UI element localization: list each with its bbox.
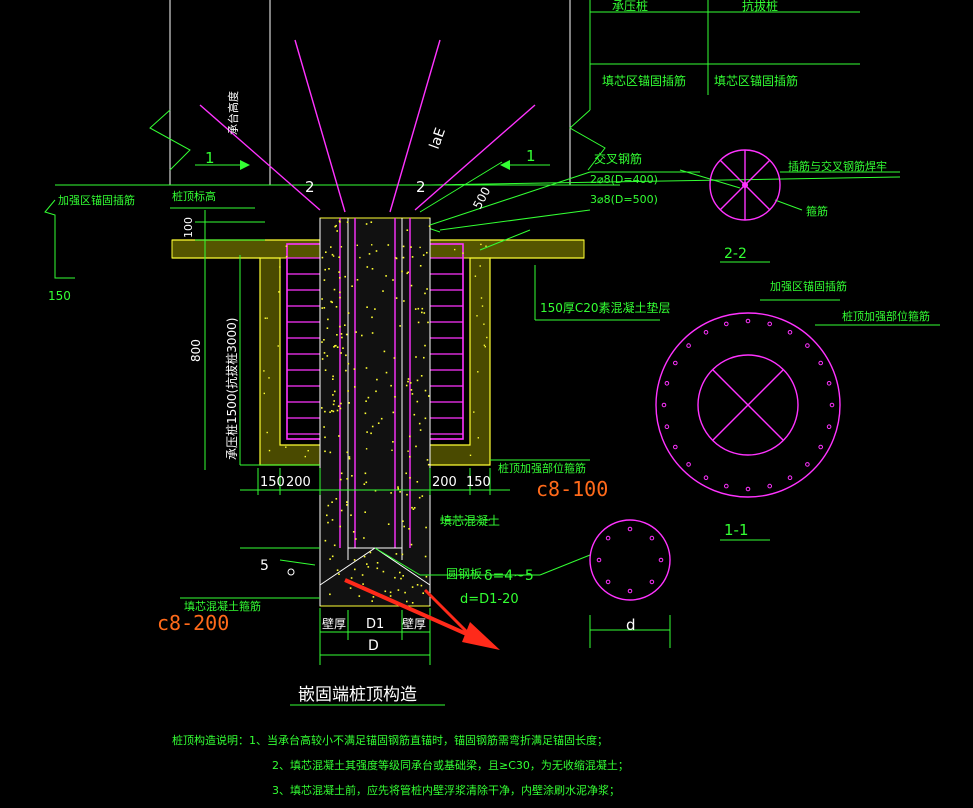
label-pile-top-elev: 桩顶标高 — [172, 189, 216, 203]
label-top-left-partial: 承压桩 — [612, 0, 648, 13]
label-cross-rebar-500: 3⌀8(D=500) — [590, 193, 658, 206]
label-section-1-right: 1 — [526, 147, 536, 165]
label-dim-bottom-3: 150 — [466, 475, 491, 490]
note-1: 桩顶构造说明：1、当承台高较小不满足锚固钢筋直锚时，锚固钢筋需弯折满足锚固长度； — [172, 733, 608, 747]
label-vertical-len: 承压桩1500(抗拔桩3000) — [224, 318, 239, 460]
label-dim-bottom-0: 150 — [260, 475, 285, 490]
label-bar-2-left: 2 — [305, 178, 315, 196]
label-fill-concrete: 填芯混凝土 — [440, 513, 500, 528]
right-leaders — [374, 169, 940, 648]
pile-shaft — [319, 217, 431, 607]
label-dim-5: 5 — [260, 558, 269, 574]
label-section-11: 1-1 — [724, 521, 749, 539]
label-stirrup-22: 箍筋 — [806, 204, 828, 218]
label-d: d — [626, 616, 636, 634]
label-wall-left: 壁厚 — [322, 616, 346, 631]
label-cross-rebar-400: 2⌀8(D=400) — [590, 173, 658, 186]
section-1-1 — [655, 312, 841, 498]
label-cap-height: 承台高度 — [226, 91, 240, 135]
label-section-1-left: 1 — [205, 149, 215, 167]
label-weld-note: 插筋与交叉钢筋焊牢 — [788, 159, 887, 173]
label-dim-800: 800 — [189, 339, 203, 362]
label-lae: laE — [427, 126, 449, 152]
label-d1: D1 — [366, 617, 384, 632]
left-dimensions — [44, 199, 510, 706]
label-dim-bottom-1: 200 — [286, 475, 311, 490]
top-reference-lines — [55, 0, 901, 186]
note-3: 3、填芯混凝土前，应先将管桩内壁浮浆清除干净，内壁涂刷水泥净浆； — [272, 783, 620, 797]
label-circle-plate: 圆钢板 — [446, 567, 482, 581]
label-dim-500: 500 — [470, 185, 493, 212]
label-pile-top-stirrup-label: 桩顶加强部位箍筋 — [842, 309, 930, 323]
label-bar-2-right: 2 — [416, 178, 426, 196]
label-reinforce-anchor-left: 加强区锚固插筋 — [58, 193, 135, 207]
label-top-right-partial: 抗拔桩 — [742, 0, 778, 13]
label-d-formula: d=D1-20 — [460, 592, 519, 607]
drawing-title: 嵌固端桩顶构造 — [298, 685, 417, 705]
note-2: 2、填芯混凝土其强度等级同承台或基础梁，且≥C30，为无收缩混凝土； — [272, 758, 629, 772]
label-delta: δ=4~5 — [484, 568, 534, 584]
label-c8-200: c8-200 — [157, 611, 229, 635]
label-section-22: 2-2 — [724, 246, 747, 262]
label-D: D — [368, 638, 379, 654]
label-pile-top-stirrup: 桩顶加强部位箍筋 — [498, 461, 586, 475]
section-d — [589, 519, 671, 601]
red-arrow — [344, 578, 500, 650]
label-cross-rebar: 交叉钢筋 — [594, 151, 642, 166]
label-wall-right: 壁厚 — [402, 616, 426, 631]
label-reinforce-anchor-right: 加强区锚固插筋 — [770, 279, 847, 293]
label-fill-anchor-right: 填芯区锚固插筋 — [714, 73, 798, 88]
label-fill-anchor-left: 填芯区锚固插筋 — [602, 73, 686, 88]
label-dim-100: 100 — [182, 217, 195, 238]
concrete-speckle — [263, 220, 488, 604]
label-dim-bottom-2: 200 — [432, 475, 457, 490]
label-dim-150-left: 150 — [48, 289, 71, 303]
anchor-rebars — [199, 39, 536, 233]
section-2-2 — [709, 149, 781, 221]
label-c8-100: c8-100 — [536, 477, 608, 501]
label-fill-stirrup: 填芯混凝土箍筋 — [184, 599, 261, 613]
label-cushion: 150厚C20素混凝土垫层 — [540, 300, 671, 315]
